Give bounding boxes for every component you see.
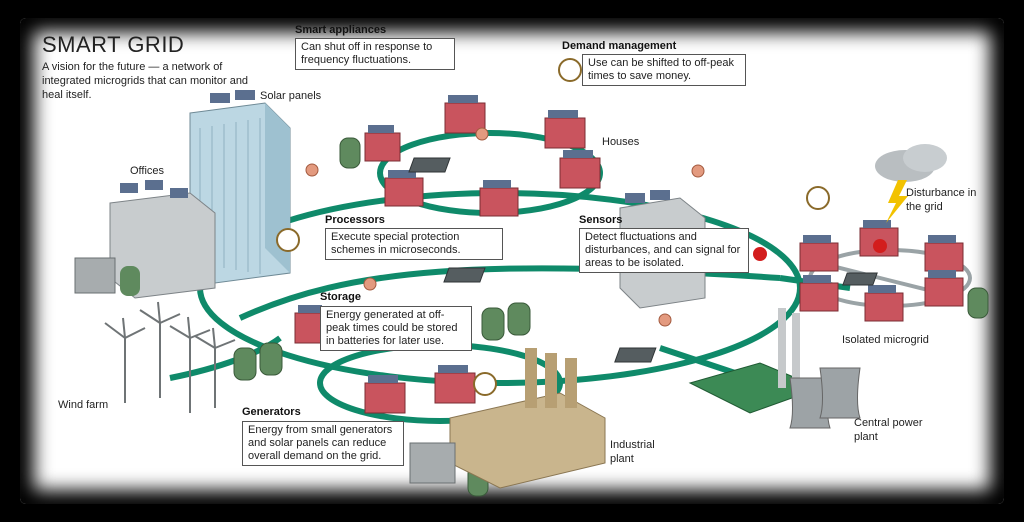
sensor-pin [305,163,319,177]
callout-storage-text: Energy generated at off-peak times could… [320,306,472,351]
sensor-pin [691,164,705,178]
house [544,117,586,149]
callout-processors-heading: Processors [325,214,385,226]
smart-grid-illustration [74,58,989,497]
processor-chip [443,267,486,283]
battery [259,342,283,376]
meter-gauge [473,372,497,396]
callout-generators-heading: Generators [242,406,301,418]
callout-generators-text: Energy from small generators and solar p… [242,421,404,466]
house [479,187,519,217]
house [799,282,839,312]
label-wind-farm: Wind farm [58,399,109,411]
callout-smart-appliances-heading: Smart appliances [295,24,387,36]
label-central-power-plant: Central power plant [854,417,923,443]
meter-gauge [806,186,830,210]
house [434,372,476,404]
label-houses: Houses [602,136,640,148]
house [364,382,406,414]
diagram-title: SMART GRID [42,32,185,57]
house [799,242,839,272]
processor-chip [842,272,878,286]
battery [967,287,989,319]
meter-gauge [558,58,582,82]
callout-sensors-text: Detect fluctuations and disturbances, an… [579,228,749,273]
industrial-factory [449,348,606,489]
label-industrial-plant: Industrial plant [610,439,655,465]
label-disturbance: Disturbance in the grid [906,187,977,213]
sensor-pin [658,313,672,327]
central-power-plant [688,308,861,429]
label-offices: Offices [130,165,165,177]
lightning-bolt-icon [886,180,908,223]
house [924,277,964,307]
battery [233,347,257,381]
label-solar-panels: Solar panels [260,90,322,102]
house [864,292,904,322]
processor-chip [614,347,657,363]
house [364,132,401,162]
battery [507,302,531,336]
generator-unit [409,442,456,484]
battery [481,307,505,341]
alert-sensor [873,239,887,253]
house [924,242,964,272]
callout-demand-management-text: Use can be shifted to off-peak times to … [582,54,746,86]
wind-turbine [194,327,236,408]
wind-farm [104,301,236,413]
battery [339,137,361,169]
callout-sensors-heading: Sensors [579,214,623,226]
wind-turbine [104,317,146,403]
house [559,157,601,189]
callout-smart-appliances-text: Can shut off in response to frequency fl… [295,38,455,70]
processor-chips [408,157,878,363]
roofs [298,95,956,383]
sensor-pins [305,127,705,327]
callout-storage-heading: Storage [320,291,361,303]
callout-demand-management-heading: Demand management [562,40,677,52]
meter-gauge [276,228,300,252]
label-isolated-microgrid: Isolated microgrid [842,334,929,346]
sensor-pin [363,277,377,291]
batteries [233,137,989,497]
houses [294,102,964,414]
diagram-subtitle: A vision for the future — a network of i… [42,61,249,101]
alert-sensors [753,239,887,261]
processor-chip [408,157,451,173]
disturbance-cloud [875,144,947,223]
meters [276,58,830,396]
alert-sensor [753,247,767,261]
wind-turbine [139,301,181,398]
office-generator [74,257,140,296]
wind-turbine [169,316,211,413]
house [384,177,424,207]
callout-processors-text: Execute special protection schemes in mi… [325,228,503,260]
sensor-pin [475,127,489,141]
diagram-panel: SMART GRID A vision for the future — a n… [20,18,1004,504]
